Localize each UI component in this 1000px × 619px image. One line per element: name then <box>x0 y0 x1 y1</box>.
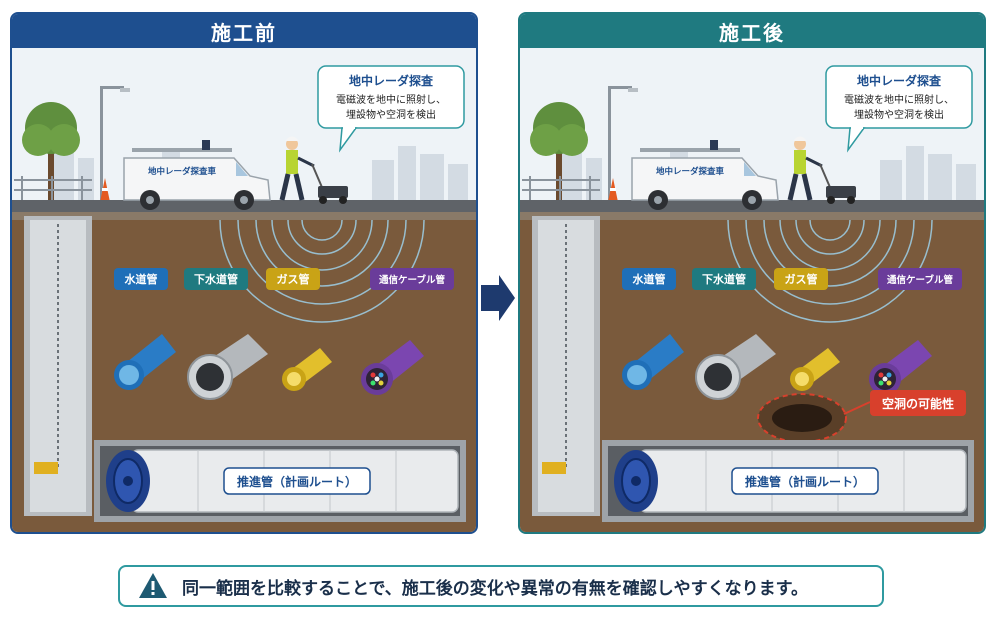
footer-note: 同一範囲を比較することで、施工後の変化や異常の有無を確認しやすくなります。 <box>118 565 884 607</box>
radar-van <box>123 140 271 210</box>
radar-callout <box>317 65 465 153</box>
water-pipe-tag <box>622 268 676 290</box>
gpr-cart <box>311 163 348 204</box>
sewer-pipe <box>695 334 776 400</box>
gas-pipe <box>282 348 332 391</box>
city-skyline <box>52 146 468 200</box>
water-pipe-tag <box>114 268 168 290</box>
callout-title: 地中レーダ探査 <box>349 73 434 88</box>
gas-pipe-label: ガス管 <box>277 272 310 286</box>
sewer-pipe-label: 下水道管 <box>194 272 238 286</box>
tunnel-boring-machine <box>614 450 658 512</box>
gas-pipe <box>790 348 840 391</box>
jacking-pipe-label: 推進管（計画ルート） <box>237 474 357 489</box>
after-panel: 施工後 <box>518 12 986 534</box>
sewer-pipe-tag <box>692 268 756 290</box>
sewer-pipe <box>187 334 268 400</box>
cable-pipe-label: 通信ケーブル管 <box>887 274 953 286</box>
gpr-cart <box>819 163 856 204</box>
cable-pipe <box>869 340 932 395</box>
vertical-shaft <box>532 216 600 516</box>
vertical-shaft <box>24 216 92 516</box>
gas-pipe-tag <box>774 268 828 290</box>
water-pipe-label: 水道管 <box>125 272 158 286</box>
radar-van <box>631 140 779 210</box>
footer-message: 同一範囲を比較することで、施工後の変化や異常の有無を確認しやすくなります。 <box>182 578 808 599</box>
van-label: 地中レーダ探査車 <box>656 166 725 177</box>
cable-pipe-tag <box>370 268 454 290</box>
after-panel-title: 施工後 <box>520 14 984 48</box>
tree <box>22 102 80 200</box>
before-panel: 施工前 <box>10 12 478 534</box>
cavity-label: 空洞の可能性 <box>882 396 954 411</box>
sewer-pipe-label: 下水道管 <box>702 272 746 286</box>
tree <box>530 102 588 200</box>
radar-waves <box>727 219 933 323</box>
van-label: 地中レーダ探査車 <box>148 166 217 177</box>
cavity <box>757 393 871 443</box>
water-pipe <box>622 334 684 390</box>
callout-title: 地中レーダ探査 <box>857 73 942 88</box>
street-lamp <box>100 86 130 200</box>
cavity-tag <box>870 390 966 416</box>
water-pipe-label: 水道管 <box>633 272 666 286</box>
jacking-pipe-label: 推進管（計画ルート） <box>745 474 865 489</box>
jacking-pipe-tag <box>223 467 371 495</box>
traffic-cone <box>100 178 110 202</box>
jacking-pipe-tag <box>731 467 879 495</box>
callout-line-2: 埋設物や空洞を検出 <box>854 108 944 121</box>
gas-pipe-tag <box>266 268 320 290</box>
guardrail <box>522 176 600 202</box>
radar-callout <box>825 65 973 153</box>
callout-line-1: 電磁波を地中に照射し、 <box>336 93 446 106</box>
sewer-pipe-tag <box>184 268 248 290</box>
street-lamp <box>608 86 638 200</box>
cable-pipe-label: 通信ケーブル管 <box>379 274 445 286</box>
arrow-right-icon <box>481 275 515 321</box>
worker <box>787 136 823 201</box>
traffic-cone <box>608 178 618 202</box>
before-scene: 地中レーダ探査車 地中レーダ探査 電磁波を地中に照射し、 埋設物や空洞を検出 <box>12 48 476 532</box>
guardrail <box>14 176 92 202</box>
callout-line-2: 埋設物や空洞を検出 <box>346 108 436 121</box>
radar-waves <box>219 219 425 323</box>
cable-pipe <box>361 340 424 395</box>
gas-pipe-label: ガス管 <box>785 272 818 286</box>
warning-icon <box>139 573 167 598</box>
water-pipe <box>114 334 176 390</box>
cable-pipe-tag <box>878 268 962 290</box>
tunnel-boring-machine <box>106 450 150 512</box>
before-panel-title: 施工前 <box>12 14 476 48</box>
callout-line-1: 電磁波を地中に照射し、 <box>844 93 954 106</box>
after-scene: 地中レーダ探査車 地中レーダ探査 電磁波を地中に照射し、 埋設物や空洞を検出 <box>520 48 984 532</box>
